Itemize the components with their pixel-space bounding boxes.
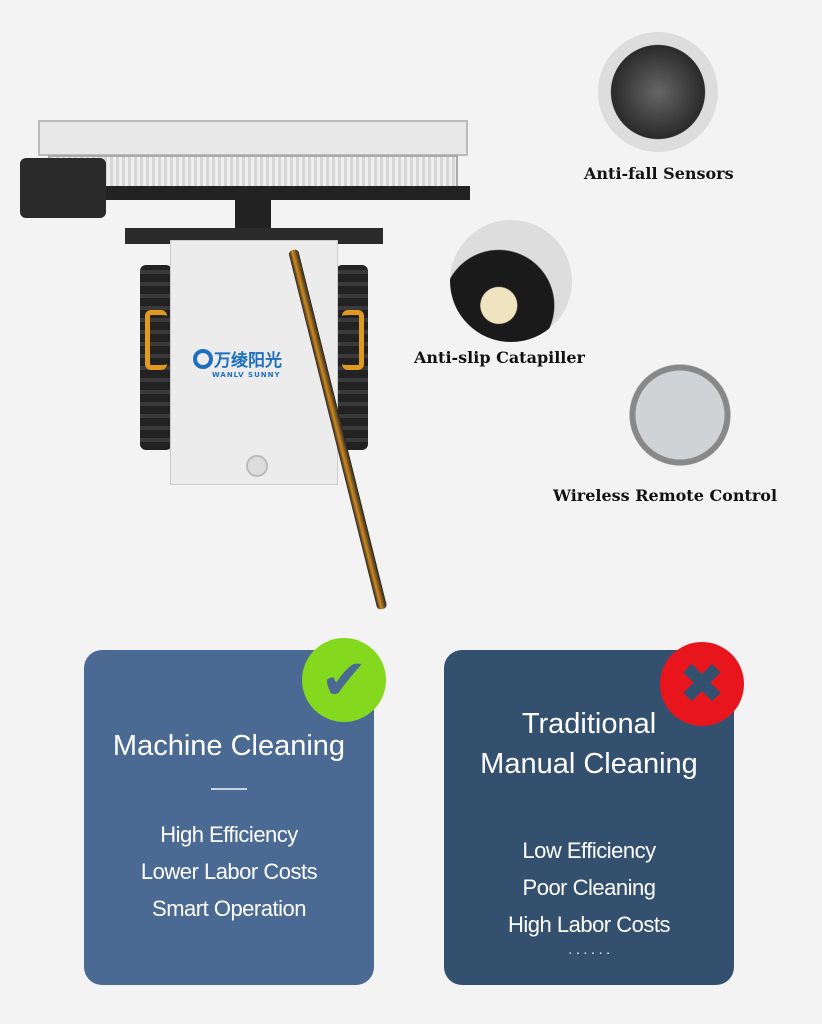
feature-label: Wireless Remote Control xyxy=(553,486,778,505)
feature-label: Anti-slip Catapiller xyxy=(414,348,585,367)
cross-icon: ✖ xyxy=(660,642,744,726)
remote-control-photo xyxy=(620,355,740,475)
card-point: Low Efficiency xyxy=(522,838,656,863)
caterpillar-wheel-photo xyxy=(450,220,572,342)
ellipsis: · · · · · · xyxy=(568,944,610,960)
card-title-line1: Traditional xyxy=(521,708,657,740)
card-point: High Labor Costs xyxy=(508,912,670,937)
logo-mark-icon xyxy=(193,349,213,369)
right-handle xyxy=(342,310,364,370)
robot-brush xyxy=(48,155,458,189)
check-icon: ✔ xyxy=(302,638,386,722)
card-title: Machine Cleaning xyxy=(112,730,346,762)
brand-logo: 万绫阳光 WANLV SUNNY xyxy=(212,351,282,379)
robot-motor xyxy=(20,158,106,218)
left-handle xyxy=(145,310,167,370)
robot-knob xyxy=(246,455,268,477)
sensor-photo xyxy=(598,32,718,152)
card-title-line2: Manual Cleaning xyxy=(480,748,698,780)
card-point: High Efficiency xyxy=(160,822,298,847)
card-point: Lower Labor Costs xyxy=(140,859,318,884)
feature-label: Anti-fall Sensors xyxy=(584,164,734,183)
card-point: Poor Cleaning xyxy=(522,875,656,900)
robot-rail xyxy=(38,120,468,156)
divider xyxy=(211,788,247,790)
card-point: Smart Operation xyxy=(152,896,306,921)
